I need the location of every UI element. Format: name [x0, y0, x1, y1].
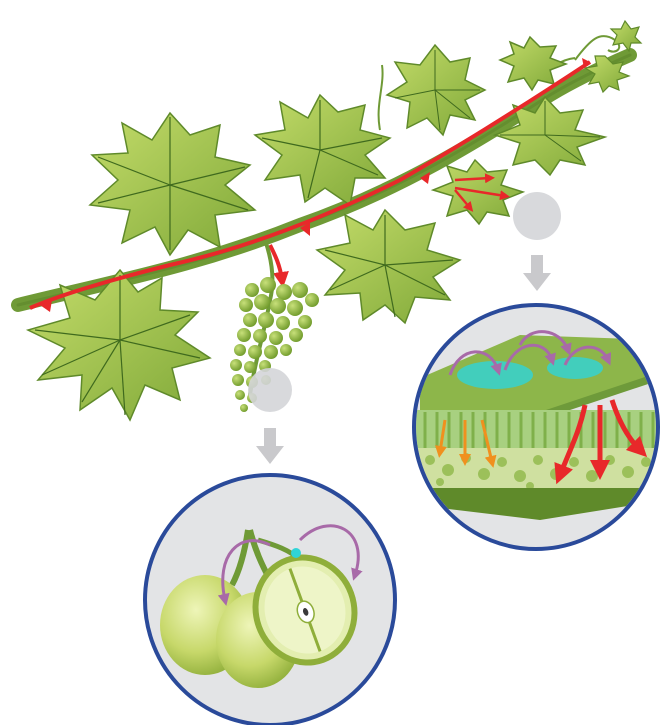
zoom-marker-grape [248, 368, 292, 464]
leaf [255, 95, 390, 205]
leaf [387, 45, 485, 135]
zoom-marker-leaf [513, 192, 561, 291]
leaf [611, 21, 641, 51]
grape-berry-inset [145, 475, 395, 725]
leaf [495, 97, 605, 175]
leaf [317, 210, 460, 323]
leaf-cross-section-inset [414, 305, 662, 549]
leaf [90, 113, 255, 255]
